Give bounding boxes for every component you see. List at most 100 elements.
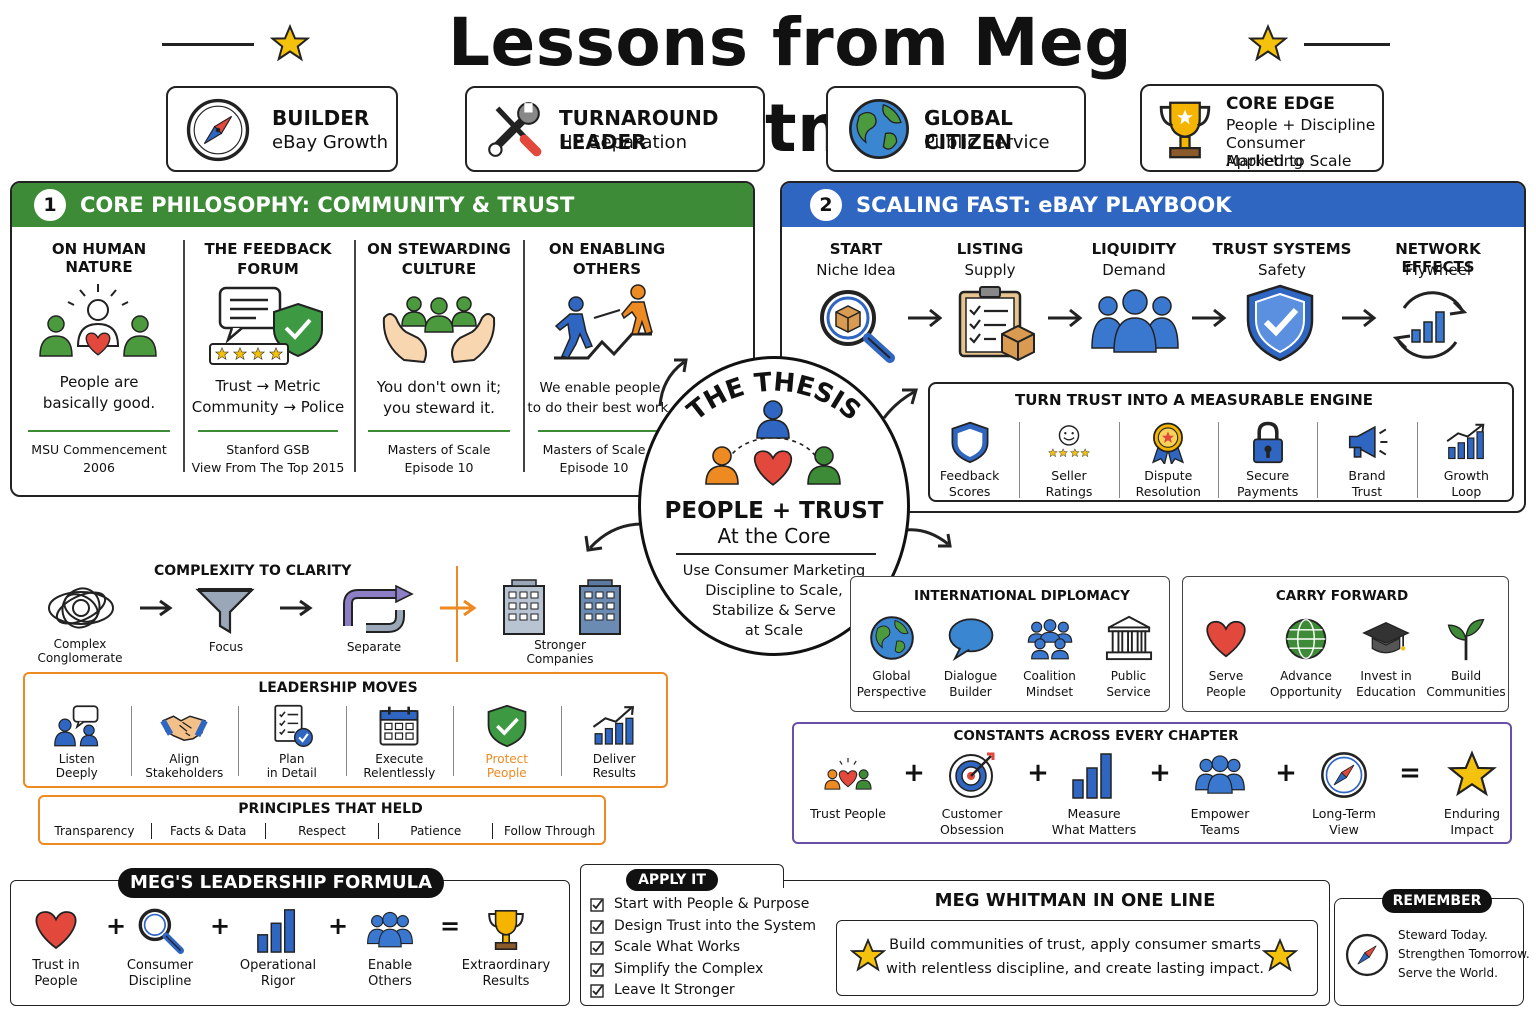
constant-label: Enduring bbox=[1443, 806, 1501, 821]
column-title: ON ENABLING bbox=[548, 240, 666, 258]
bar-chart-icon bbox=[1068, 750, 1120, 800]
split-arrows-icon bbox=[336, 584, 416, 636]
quote-line: People are bbox=[59, 373, 139, 391]
oneline-title: MEG WHITMAN IN ONE LINE bbox=[934, 890, 1216, 911]
item-label: Dialogue bbox=[943, 669, 998, 683]
step-subtitle: Flywheel bbox=[1404, 261, 1472, 279]
bar-chart-up-icon bbox=[590, 704, 638, 748]
item-label: Plan bbox=[278, 752, 305, 766]
remember-line: Strengthen Tomorrow. bbox=[1398, 947, 1530, 961]
formula-label: Rigor bbox=[260, 974, 296, 989]
oneline-line: with relentless discipline, and create l… bbox=[885, 961, 1265, 977]
item-label: Serve bbox=[1208, 669, 1244, 683]
item-label: Education bbox=[1356, 685, 1416, 699]
item-label: Relentlessly bbox=[363, 766, 436, 780]
section-title: STABILIZING LEGACY: HP SPLIT PLAYBOOK bbox=[80, 522, 580, 546]
constants-panel bbox=[792, 722, 1512, 844]
equals-sign: = bbox=[439, 912, 461, 940]
megaphone-icon bbox=[1345, 420, 1389, 464]
constant-label: What Matters bbox=[1051, 822, 1137, 837]
hands-team-icon bbox=[378, 288, 500, 370]
plus-sign: + bbox=[1027, 758, 1049, 788]
role-title: BUILDER bbox=[272, 106, 370, 130]
globe-icon bbox=[846, 96, 912, 162]
item-label: People bbox=[1206, 685, 1246, 699]
item-label: Brand bbox=[1348, 468, 1386, 483]
constants-title: CONSTANTS ACROSS EVERY CHAPTER bbox=[953, 728, 1239, 744]
item-label: Service bbox=[1106, 685, 1151, 699]
public-building-icon bbox=[1104, 614, 1154, 662]
plus-sign: + bbox=[209, 912, 231, 940]
listen-people-icon bbox=[53, 704, 101, 748]
ribbon-medal-icon bbox=[1146, 420, 1190, 464]
growth-chart-icon bbox=[1444, 420, 1488, 464]
quote-line: basically good. bbox=[42, 394, 156, 412]
principle-item: Transparency bbox=[38, 823, 152, 839]
tangle-icon bbox=[44, 584, 118, 632]
apply-item: Leave It Stronger bbox=[590, 980, 735, 1000]
arrow-right-icon bbox=[1046, 306, 1084, 330]
oneline-box bbox=[836, 920, 1318, 996]
role-line: Applied to Scale bbox=[1226, 152, 1352, 170]
equals-sign: = bbox=[1399, 758, 1421, 788]
section-number: 3 bbox=[34, 518, 66, 550]
column-title: ON HUMAN NATURE bbox=[51, 240, 147, 276]
complexity-title: COMPLEXITY TO CLARITY bbox=[154, 563, 352, 579]
source-line: MSU Commencement bbox=[31, 442, 167, 457]
item-label: Ratings bbox=[1045, 484, 1093, 499]
item-label: Protect bbox=[485, 752, 528, 766]
apply-item: Scale What Works bbox=[590, 937, 740, 957]
column-title: FORUM bbox=[237, 260, 299, 278]
arrow-right-icon bbox=[1340, 306, 1378, 330]
principles-title: PRINCIPLES THAT HELD bbox=[238, 801, 423, 817]
item-label: Align bbox=[169, 752, 200, 766]
step-title: TRUST SYSTEMS bbox=[1212, 240, 1352, 258]
constant-label: Long-Term bbox=[1312, 806, 1376, 821]
orange-arrow-icon bbox=[438, 598, 478, 618]
apply-item-label: Start with People & Purpose bbox=[614, 896, 810, 912]
heart-icon bbox=[1202, 616, 1250, 662]
thesis-line: Discipline to Scale, bbox=[705, 583, 843, 599]
principle-item: Facts & Data bbox=[152, 823, 266, 839]
tools-icon bbox=[483, 98, 545, 160]
apply-item-label: Scale What Works bbox=[614, 939, 741, 955]
shield-check-icon bbox=[483, 704, 531, 748]
star-icon bbox=[1446, 750, 1498, 800]
flow-label: Focus bbox=[208, 640, 244, 654]
trophy-icon bbox=[482, 906, 530, 954]
item-label: Deliver bbox=[592, 752, 636, 766]
role-card-builder: BUILDER eBay Growth bbox=[166, 86, 398, 172]
formula-title: MEG'S LEADERSHIP FORMULA bbox=[118, 868, 444, 898]
community-heart-icon bbox=[36, 280, 160, 360]
step-title: NETWORK EFFECTS bbox=[1395, 240, 1481, 276]
formula-label: Extraordinary bbox=[461, 958, 551, 973]
item-label: Coalition bbox=[1023, 669, 1076, 683]
item-label: Advance bbox=[1280, 669, 1332, 683]
star-icon bbox=[1248, 24, 1288, 64]
handshake-icon bbox=[160, 704, 208, 748]
curved-arrow-icon bbox=[652, 354, 692, 410]
formula-label: Discipline bbox=[128, 974, 192, 989]
source-line: Stanford GSB bbox=[226, 442, 310, 457]
principle-item: Follow Through bbox=[503, 824, 596, 838]
item-label: Results bbox=[592, 766, 636, 780]
magnifier-box-icon bbox=[814, 286, 902, 364]
section-title: BEYOND BUSINESS: GLOBAL IMPACT bbox=[982, 535, 1409, 559]
trophy-icon bbox=[1156, 96, 1214, 164]
funnel-icon bbox=[194, 586, 256, 636]
constant-label: Teams bbox=[1200, 822, 1240, 837]
flow-label: Stronger bbox=[534, 638, 586, 652]
compass-icon bbox=[184, 96, 252, 164]
step-subtitle: Demand bbox=[1102, 261, 1166, 279]
compass-icon bbox=[1344, 932, 1390, 978]
item-label: Listen bbox=[58, 752, 95, 766]
item-label: Communities bbox=[1426, 685, 1506, 699]
coalition-people-icon bbox=[1025, 614, 1075, 662]
arrow-right-icon bbox=[906, 306, 944, 330]
